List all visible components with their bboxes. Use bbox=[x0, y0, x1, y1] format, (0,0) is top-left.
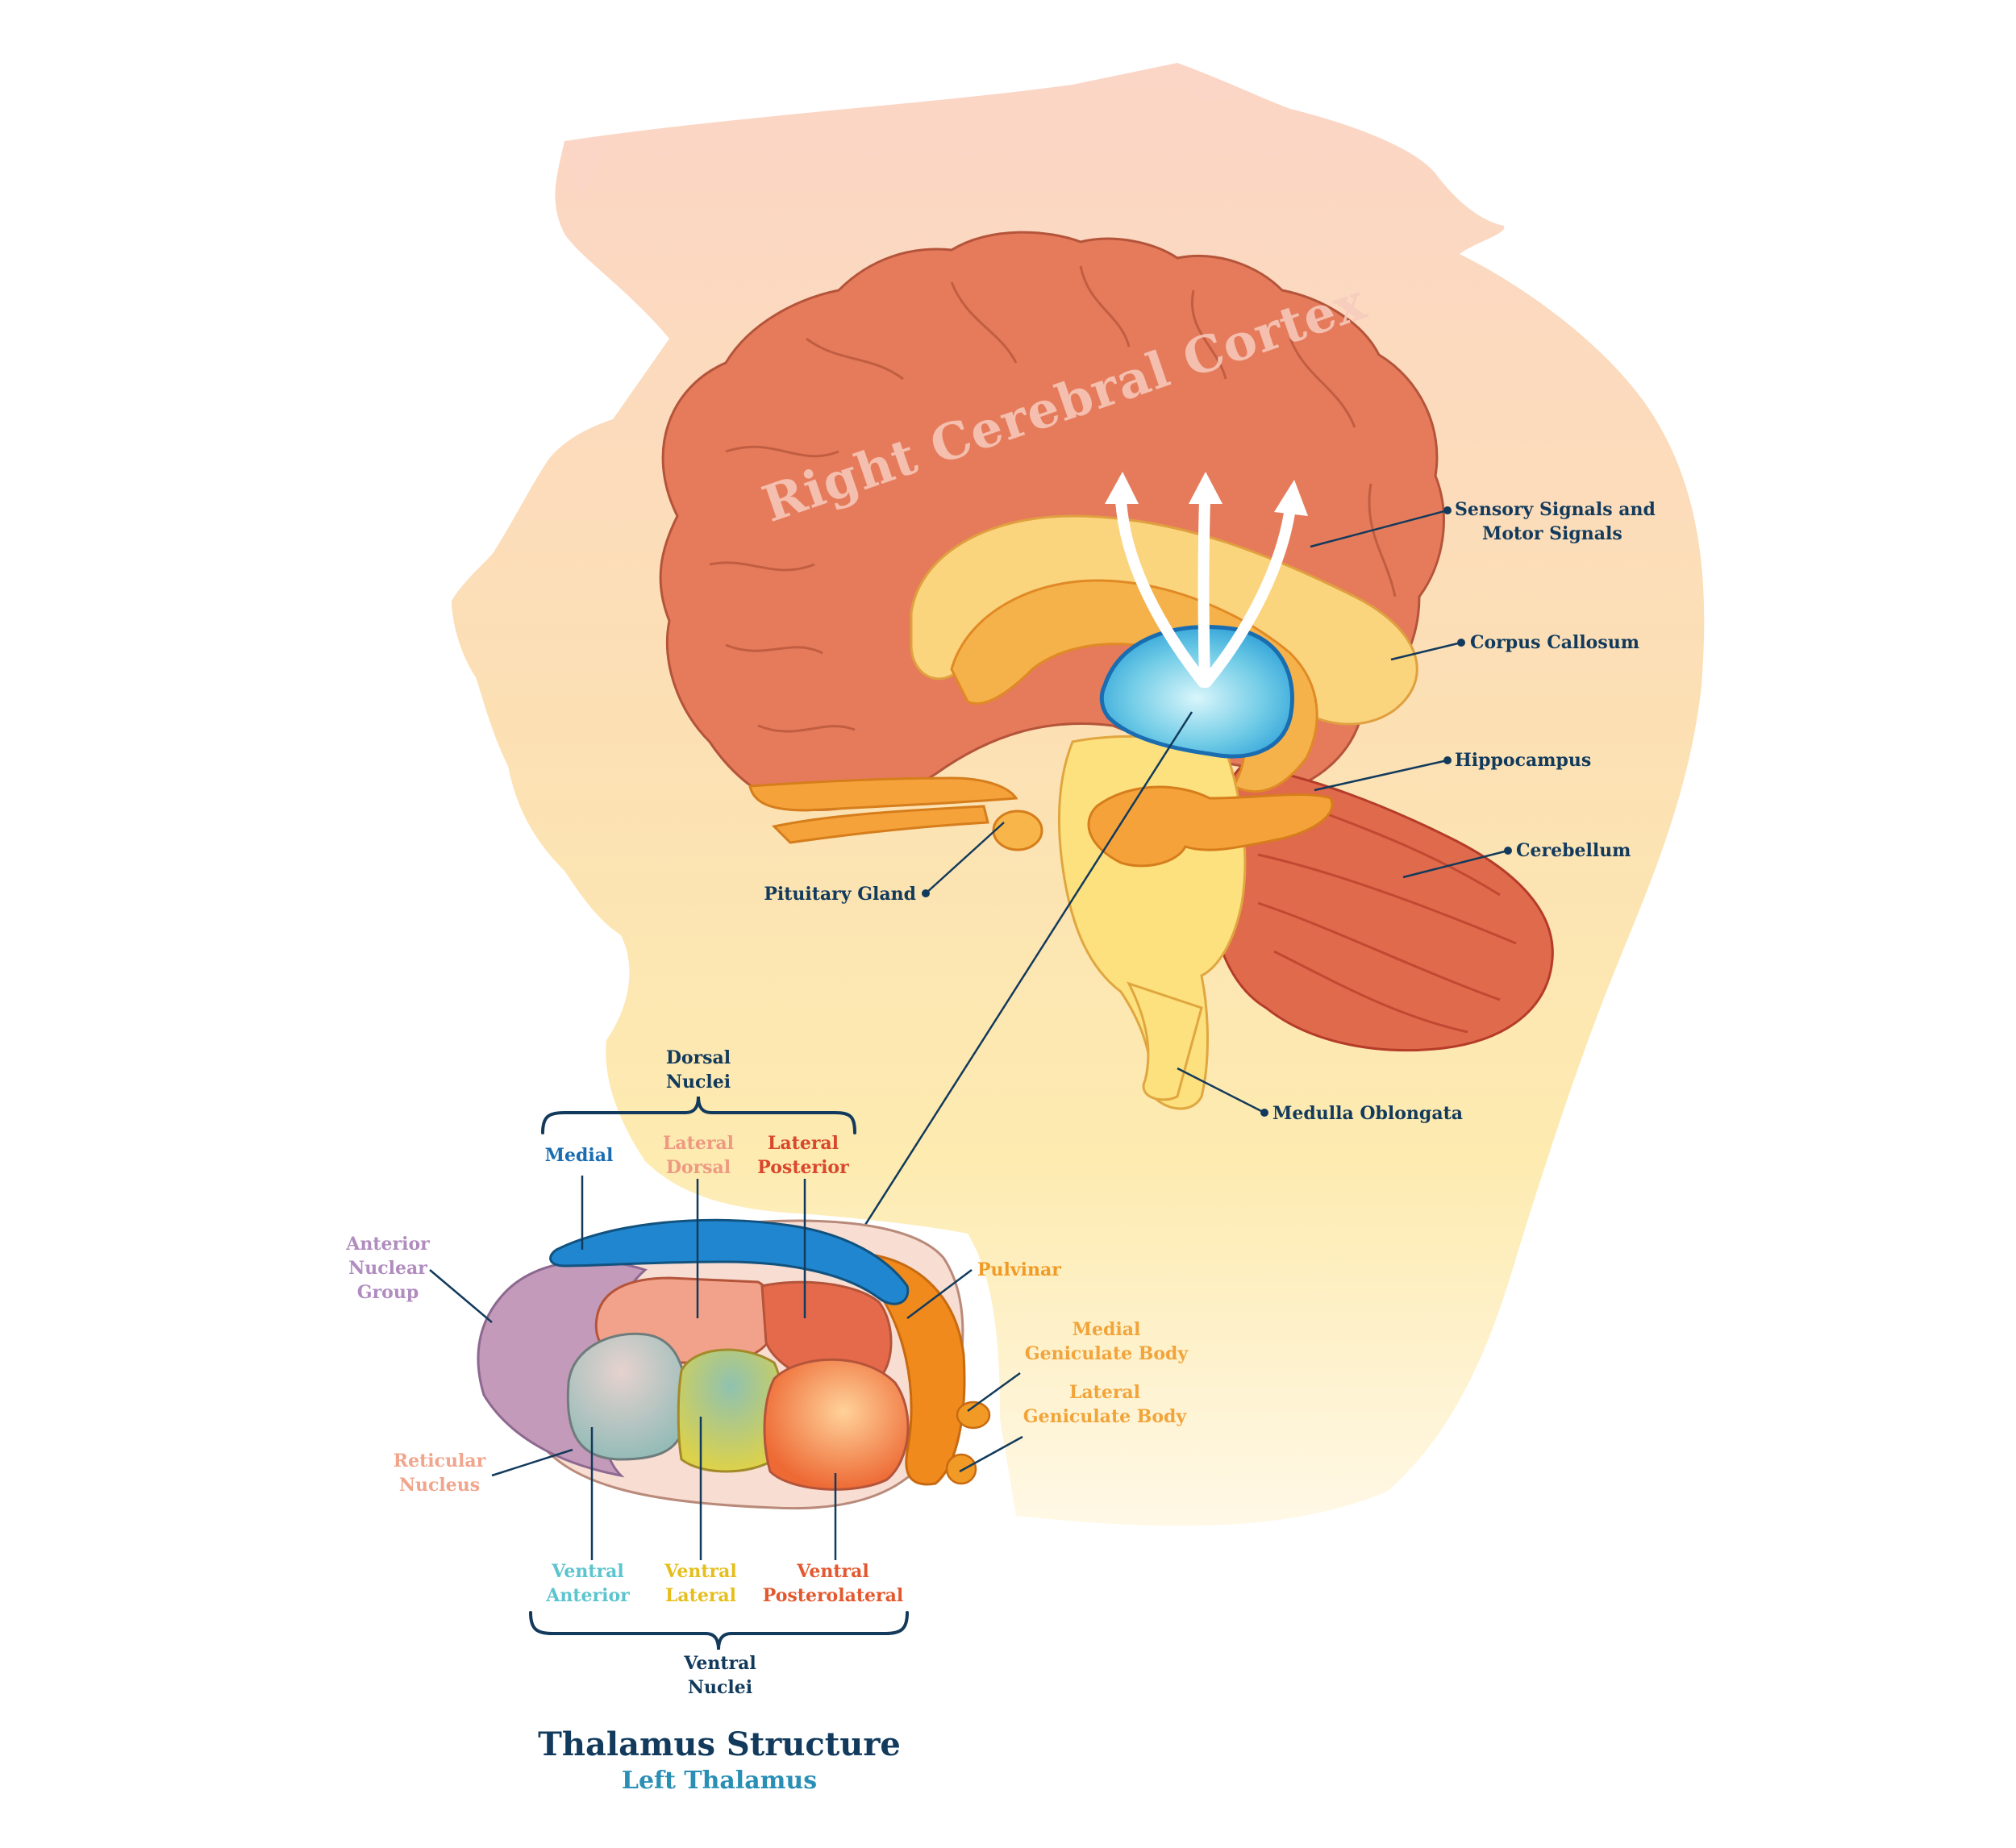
label-line: Geniculate Body bbox=[1023, 1406, 1187, 1427]
signal-arrows bbox=[1105, 472, 1308, 688]
label-pulvinar: Pulvinar bbox=[977, 1259, 1061, 1280]
brain-leader-lines bbox=[858, 509, 1509, 1234]
hair-tuft bbox=[1177, 63, 1258, 101]
label-pituitary-gland: Pituitary Gland bbox=[764, 884, 916, 905]
label-line: Posterolateral bbox=[762, 1585, 904, 1606]
hair-tuft bbox=[564, 137, 613, 198]
label-line: Dorsal bbox=[665, 1157, 731, 1178]
label-line: Dorsal bbox=[665, 1047, 731, 1068]
label-line: Lateral bbox=[767, 1133, 839, 1154]
label-reticular-nucleus: Reticular Nucleus bbox=[394, 1449, 485, 1497]
label-line: Anterior bbox=[546, 1585, 630, 1606]
label-medulla-oblongata: Medulla Oblongata bbox=[1272, 1103, 1463, 1124]
optic-nerve bbox=[771, 805, 989, 844]
medial-nucleus-shape bbox=[549, 1218, 910, 1305]
label-ventral-lateral: Ventral Lateral bbox=[664, 1559, 736, 1608]
pulvinar-shape bbox=[860, 1252, 966, 1486]
dorsal-nuclei-brace bbox=[541, 1096, 856, 1134]
label-line: Group bbox=[356, 1282, 419, 1303]
label-cerebellum: Cerebellum bbox=[1516, 840, 1631, 861]
label-ventral-posterolateral: Ventral Posterolateral bbox=[763, 1559, 903, 1608]
label-corpus-callosum: Corpus Callosum bbox=[1470, 632, 1640, 653]
thalamus-in-brain bbox=[1099, 625, 1294, 759]
label-dorsal-nuclei: Dorsal Nuclei bbox=[666, 1046, 731, 1094]
label-line: Geniculate Body bbox=[1024, 1343, 1189, 1364]
label-line: Motor Signals bbox=[1482, 523, 1622, 544]
pituitary-gland bbox=[992, 810, 1043, 851]
label-line: Nucleus bbox=[398, 1475, 481, 1496]
label-anterior-nuclear-group: Anterior Nuclear Group bbox=[346, 1232, 429, 1305]
medial-geniculate-shape bbox=[956, 1401, 991, 1430]
label-line: Posterior bbox=[757, 1157, 849, 1178]
label-lateral-dorsal: Lateral Dorsal bbox=[663, 1131, 734, 1180]
label-lateral-geniculate-body: Lateral Geniculate Body bbox=[1023, 1380, 1186, 1429]
label-line: Sensory Signals and bbox=[1455, 499, 1656, 520]
ventral-nuclei-brace bbox=[529, 1611, 909, 1650]
label-line: Nuclei bbox=[665, 1072, 731, 1093]
label-medial: Medial bbox=[544, 1145, 614, 1166]
label-ventral-nuclei: Ventral Nuclei bbox=[684, 1651, 756, 1700]
label-medial-geniculate-body: Medial Geniculate Body bbox=[1025, 1317, 1188, 1366]
diagram-title: Thalamus Structure bbox=[538, 1725, 901, 1763]
label-lateral-posterior: Lateral Posterior bbox=[757, 1131, 848, 1180]
label-line: Ventral bbox=[552, 1561, 624, 1582]
lateral-geniculate-shape bbox=[945, 1453, 977, 1485]
label-sensory-signals: Sensory Signals and Motor Signals bbox=[1455, 497, 1656, 546]
label-line: Ventral bbox=[797, 1561, 869, 1582]
label-line: Nuclear bbox=[348, 1258, 427, 1279]
optic-tract bbox=[748, 776, 1018, 812]
thalamus-detail bbox=[477, 1218, 991, 1510]
label-line: Ventral bbox=[684, 1653, 756, 1674]
ventral-posterolateral-shape bbox=[763, 1358, 910, 1491]
label-line: Lateral bbox=[664, 1585, 737, 1606]
label-line: Lateral bbox=[662, 1133, 735, 1154]
leader-dots bbox=[922, 506, 1512, 1117]
label-line: Lateral bbox=[1068, 1382, 1141, 1403]
label-line: Medial bbox=[1072, 1319, 1141, 1340]
label-line: Nuclei bbox=[687, 1677, 753, 1698]
cortex-gyri bbox=[709, 265, 1397, 733]
cerebellum-folia bbox=[1257, 805, 1517, 1034]
thalamus-leader-lines bbox=[429, 1176, 1023, 1560]
diagram-subtitle: Left Thalamus bbox=[621, 1767, 818, 1795]
label-line: Reticular bbox=[393, 1451, 486, 1471]
label-ventral-anterior: Ventral Anterior bbox=[546, 1559, 629, 1608]
hippocampus bbox=[1087, 785, 1334, 868]
label-line: Ventral bbox=[664, 1561, 737, 1582]
label-hippocampus: Hippocampus bbox=[1455, 750, 1592, 771]
label-line: Anterior bbox=[346, 1234, 430, 1255]
ventral-anterior-shape bbox=[566, 1332, 688, 1461]
